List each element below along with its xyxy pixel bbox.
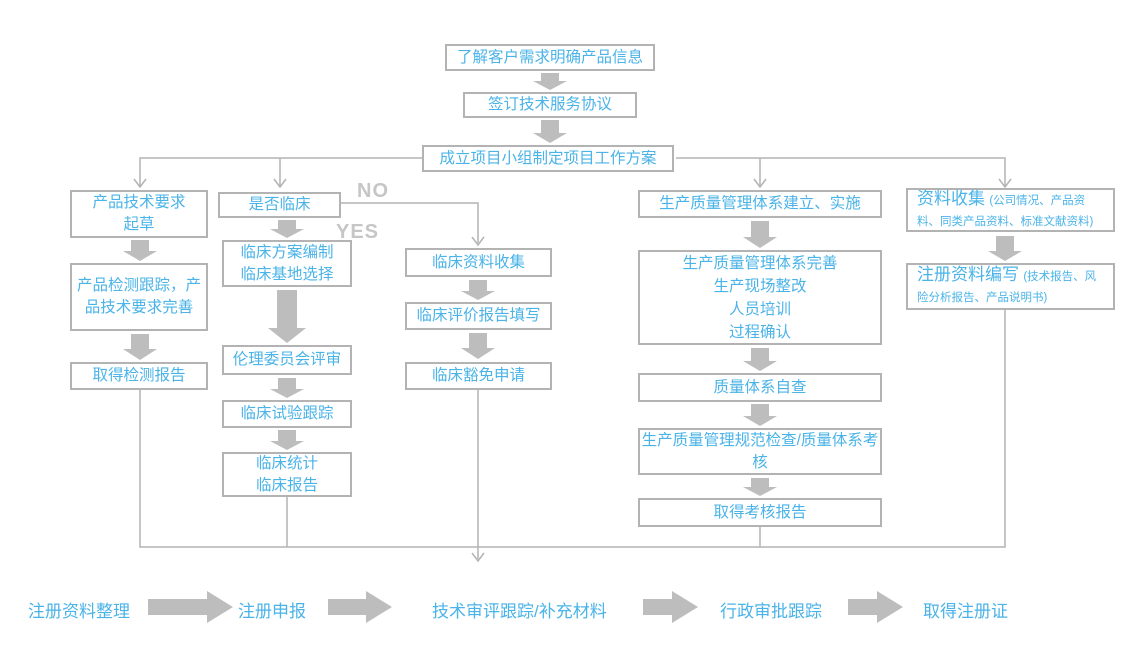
node-clinical-eval-report-label: 临床评价报告填写 [416, 307, 541, 324]
node-clinical-decision-label: 是否临床 [248, 196, 311, 213]
step-organize-materials: 注册资料整理 [28, 602, 130, 621]
block-arrow-down-icon [461, 333, 495, 359]
arrowhead-icon [998, 178, 1012, 189]
node-test-tracking: 产品检测跟踪，产品技术要求完善 [70, 263, 208, 331]
node-quality-self-check-label: 质量体系自查 [713, 378, 807, 396]
node-qms-build: 生产质量管理体系建立、实施 [638, 190, 882, 218]
block-arrow-down-icon [123, 240, 157, 261]
arrowhead-icon [133, 178, 147, 189]
converge-line-main [139, 310, 1006, 548]
branch-line-right [676, 157, 1006, 186]
node-info-collect: 资料收集 (公司情况、产品资料、同类产品资料、标准文献资料) [906, 188, 1115, 232]
block-arrow-down-icon [533, 120, 567, 143]
block-arrow-right-icon [848, 591, 903, 623]
node-clinical-eval-report: 临床评价报告填写 [405, 302, 552, 330]
node-clinical-data-collect: 临床资料收集 [405, 248, 552, 277]
arrowhead-icon [753, 178, 767, 189]
node-trial-tracking-label: 临床试验跟踪 [240, 405, 334, 422]
step-registration-submit: 注册申报 [238, 602, 306, 621]
node-qms-improve-label: 生产质量管理体系完善 生产现场整改 人员培训 过程确认 [682, 254, 838, 341]
branch-line-left [139, 157, 422, 186]
node-clinical-exemption: 临床豁免申请 [405, 362, 552, 390]
node-registration-writing-detail: (技术报告、风险分析报告、产品说明书) [917, 271, 1097, 304]
node-tech-requirement-draft-label: 产品技术要求 起草 [92, 194, 186, 233]
node-test-tracking-label: 产品检测跟踪，产品技术要求完善 [76, 277, 201, 316]
node-clinical-plan-label: 临床方案编制 临床基地选择 [240, 243, 334, 283]
node-assessment-report-label: 取得考核报告 [713, 503, 807, 521]
node-project-team-label: 成立项目小组制定项目工作方案 [439, 149, 657, 167]
node-info-collect-detail: (公司情况、产品资料、同类产品资料、标准文献资料) [917, 194, 1094, 228]
node-clinical-stats: 临床统计 临床报告 [222, 452, 352, 497]
node-trial-tracking: 临床试验跟踪 [222, 400, 352, 428]
block-arrow-down-icon [270, 430, 304, 450]
node-info-collect-title: 资料收集 [917, 188, 985, 208]
node-gmp-inspection-label: 生产质量管理规范检查/质量体系考核 [641, 431, 879, 471]
block-arrow-down-icon [743, 404, 777, 426]
arrowhead-icon [471, 236, 485, 247]
block-arrow-right-icon [643, 591, 698, 623]
block-arrow-down-icon [743, 221, 777, 248]
block-arrow-down-icon [988, 236, 1022, 261]
block-arrow-down-icon [270, 378, 304, 398]
node-understand-needs-label: 了解客户需求明确产品信息 [456, 48, 643, 66]
node-sign-agreement-label: 签订技术服务协议 [487, 96, 612, 113]
block-arrow-down-icon [743, 478, 777, 496]
node-qms-build-label: 生产质量管理体系建立、实施 [659, 195, 861, 212]
branch-label-yes: YES [336, 221, 380, 243]
node-test-report: 取得检测报告 [70, 362, 208, 390]
block-arrow-right-icon [328, 591, 392, 623]
node-sign-agreement: 签订技术服务协议 [463, 92, 637, 118]
node-registration-writing-title: 注册资料编写 [917, 265, 1019, 284]
arrowhead-icon [471, 552, 485, 563]
node-assessment-report: 取得考核报告 [638, 498, 882, 527]
block-arrow-down-icon [268, 290, 306, 343]
block-arrow-down-icon [743, 348, 777, 371]
block-arrow-right-icon [148, 591, 233, 623]
block-arrow-down-icon [533, 73, 567, 90]
node-gmp-inspection: 生产质量管理规范检查/质量体系考核 [638, 428, 882, 475]
node-test-report-label: 取得检测报告 [92, 367, 186, 384]
block-arrow-down-icon [123, 334, 157, 360]
no-branch-line [341, 202, 479, 243]
node-registration-writing: 注册资料编写 (技术报告、风险分析报告、产品说明书) [906, 263, 1115, 310]
branch-label-no: NO [357, 180, 389, 202]
step-obtain-certificate: 取得注册证 [923, 602, 1008, 621]
node-clinical-stats-label: 临床统计 临床报告 [255, 454, 318, 494]
node-qms-improve: 生产质量管理体系完善 生产现场整改 人员培训 过程确认 [638, 250, 882, 345]
node-understand-needs: 了解客户需求明确产品信息 [445, 44, 655, 71]
block-arrow-down-icon [461, 280, 495, 300]
step-technical-review: 技术审评跟踪/补充材料 [432, 602, 607, 621]
node-clinical-plan: 临床方案编制 临床基地选择 [222, 240, 352, 287]
node-project-team: 成立项目小组制定项目工作方案 [422, 145, 674, 172]
node-quality-self-check: 质量体系自查 [638, 373, 882, 402]
arrowhead-icon [273, 178, 287, 189]
node-ethics-review: 伦理委员会评审 [222, 345, 352, 375]
node-ethics-review-label: 伦理委员会评审 [232, 351, 342, 368]
node-tech-requirement-draft: 产品技术要求 起草 [70, 190, 208, 238]
node-clinical-decision: 是否临床 [218, 192, 341, 218]
block-arrow-down-icon [270, 220, 304, 238]
node-clinical-data-collect-label: 临床资料收集 [431, 253, 525, 271]
step-admin-approval: 行政审批跟踪 [720, 602, 822, 621]
node-clinical-exemption-label: 临床豁免申请 [431, 367, 525, 384]
